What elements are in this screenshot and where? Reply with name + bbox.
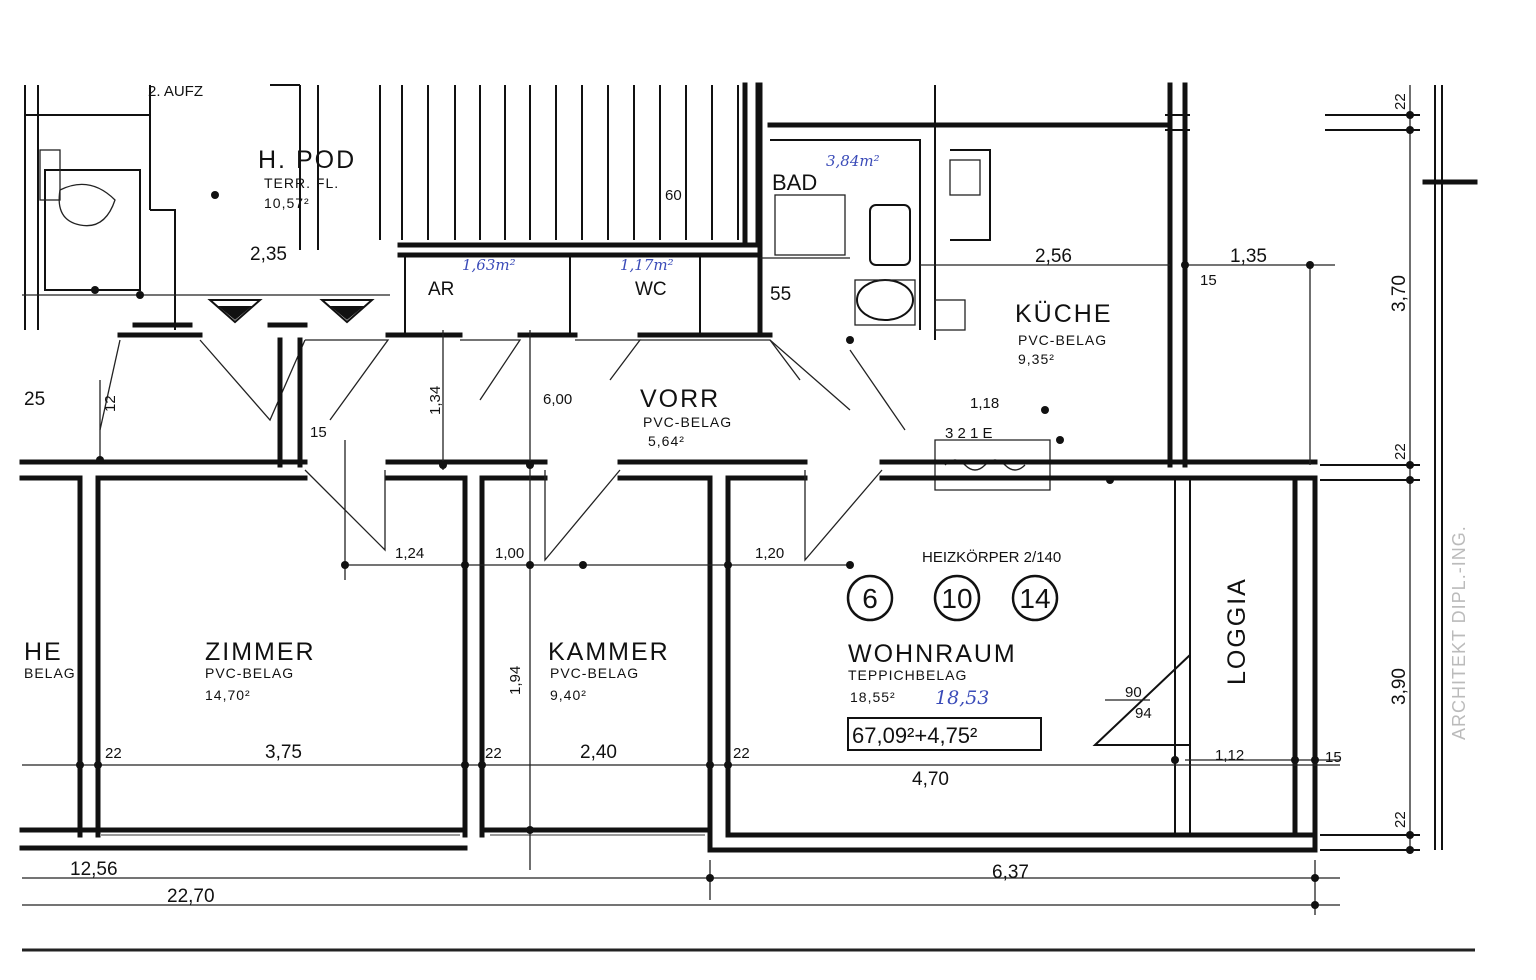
dim-375: 3,75 xyxy=(265,742,302,763)
room-name-loggia: LOGGIA xyxy=(1223,577,1251,685)
heizung-label: HEIZKÖRPER 2/140 xyxy=(922,548,1061,566)
room-area-wohnraum: 18,55² xyxy=(850,689,896,705)
dim-235: 2,35 xyxy=(250,244,287,265)
dimension-lines xyxy=(22,85,1475,952)
room-name-ar: AR xyxy=(428,279,454,300)
dim-22a: 22 xyxy=(1392,93,1409,110)
dim-22b: 22 xyxy=(1392,443,1409,460)
dim-90: 90 xyxy=(1125,684,1142,701)
room-finish-partial: BELAG xyxy=(24,665,76,681)
dim-390: 3,90 xyxy=(1389,668,1410,705)
dim-118: 1,18 xyxy=(970,395,999,412)
room-area-wohnraum-handwritten: 18,53 xyxy=(935,687,989,709)
kitchen-row-label: 3 2 1 E xyxy=(945,425,993,442)
room-name-vorr: VORR xyxy=(640,385,720,413)
dim-256: 2,56 xyxy=(1035,246,1072,267)
staircase-hatching xyxy=(379,85,739,240)
dim-15b: 15 xyxy=(310,424,327,441)
dim-60: 60 xyxy=(665,187,682,204)
room-area-zimmer: 14,70² xyxy=(205,687,251,703)
room-finish-wohnraum: TEPPICHBELAG xyxy=(848,667,967,683)
vent-symbols xyxy=(207,299,375,324)
dim-120: 1,20 xyxy=(755,545,784,562)
dim-1256: 12,56 xyxy=(70,859,118,880)
dim-22e: 22 xyxy=(485,745,502,762)
room-name-kueche: KÜCHE xyxy=(1015,300,1113,328)
dim-15a: 15 xyxy=(1200,272,1217,289)
bathroom-fixtures xyxy=(757,82,1173,340)
dim-135: 1,35 xyxy=(1230,246,1267,267)
total-area-box xyxy=(847,717,1042,751)
dim-124: 1,24 xyxy=(395,545,424,562)
room-walls-bottom xyxy=(19,475,1318,853)
dim-112: 1,12 xyxy=(1215,747,1244,764)
dimension-ticks xyxy=(76,111,1414,909)
dim-12: 12 xyxy=(102,395,119,412)
dim-240: 2,40 xyxy=(580,742,617,763)
room-area-kueche: 9,35² xyxy=(1018,351,1055,367)
room-name-partial: HE xyxy=(24,638,63,666)
room-name-wohnraum: WOHNRAUM xyxy=(848,640,1017,668)
corridor-walls xyxy=(19,459,1318,481)
room-area-ar-handwritten: 1,63m² xyxy=(462,256,516,274)
room-finish-zimmer: PVC-BELAG xyxy=(205,665,294,681)
badge-3: 14 xyxy=(1019,583,1050,614)
room-name-zimmer: ZIMMER xyxy=(205,638,316,666)
dim-100: 1,00 xyxy=(495,545,524,562)
dim-194: 1,94 xyxy=(507,666,524,695)
dim-22c: 22 xyxy=(1392,811,1409,828)
dim-134: 1,34 xyxy=(427,386,444,415)
room-area-kammer: 9,40² xyxy=(550,687,587,703)
dim-94: 94 xyxy=(1135,705,1152,722)
dim-600: 6,00 xyxy=(543,391,572,408)
dim-2270: 22,70 xyxy=(167,886,215,907)
architect-stamp: ARCHITEKT DIPL.-ING. xyxy=(1449,525,1469,740)
total-area: 67,09²+4,75² xyxy=(852,723,977,748)
room-area-vorr: 5,64² xyxy=(648,433,685,449)
door-swings xyxy=(99,339,906,562)
dim-637: 6,37 xyxy=(992,862,1029,883)
dim-15c: 15 xyxy=(1325,749,1342,766)
room-finish-hpod: TERR. FL. xyxy=(264,175,339,191)
room-area-bad-handwritten: 3,84m² xyxy=(826,152,880,170)
floor-label: 2. AUFZ xyxy=(148,83,203,100)
room-finish-kammer: PVC-BELAG xyxy=(550,665,639,681)
neighbor-unit-top-left xyxy=(24,84,319,330)
badge-2: 10 xyxy=(941,583,972,614)
room-name-hpod: H. POD xyxy=(258,146,356,174)
dim-55: 55 xyxy=(770,284,791,305)
room-area-wc-handwritten: 1,17m² xyxy=(620,256,674,274)
structure-right xyxy=(1320,85,1478,851)
room-area-hpod: 10,57² xyxy=(264,195,310,211)
dim-25: 25 xyxy=(24,389,45,410)
stair-landing xyxy=(397,242,763,258)
dim-22d: 22 xyxy=(105,745,122,762)
dim-370: 3,70 xyxy=(1389,275,1410,312)
room-name-bad: BAD xyxy=(772,170,817,195)
room-finish-kueche: PVC-BELAG xyxy=(1018,332,1107,348)
room-finish-vorr: PVC-BELAG xyxy=(643,414,732,430)
room-name-wc: WC xyxy=(635,279,667,300)
dim-22f: 22 xyxy=(733,745,750,762)
dimension-texts: 3,75 2,40 4,70 6,37 12,56 22,70 2,56 1,3… xyxy=(24,93,1410,907)
room-name-kammer: KAMMER xyxy=(548,638,670,666)
kitchen-east-wall xyxy=(1167,82,1188,468)
badge-1: 6 xyxy=(862,583,878,614)
dim-470: 4,70 xyxy=(912,769,949,790)
room-number-badges: 6 10 14 xyxy=(846,574,1059,622)
